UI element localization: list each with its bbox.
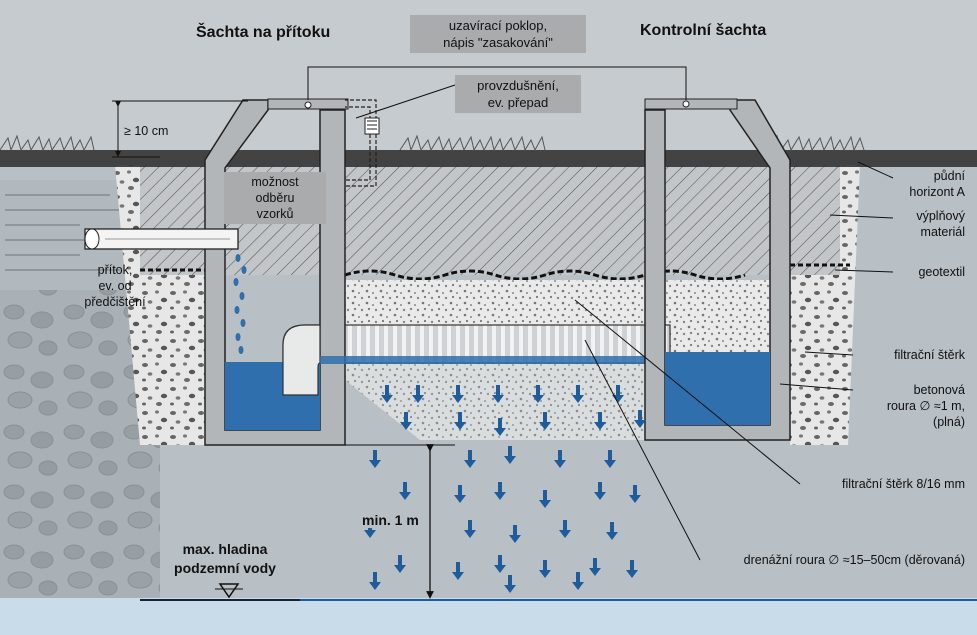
groundwater-label: max. hladina podzemní vody [150, 540, 300, 578]
pipe-label-line1: betonová [913, 383, 965, 397]
min-depth-label: min. 1 m [360, 512, 421, 528]
infiltration-arrow [559, 520, 571, 538]
infiltration-arrow [399, 482, 411, 500]
infiltration-arrow [464, 520, 476, 538]
inflow-label-line2: ev. od [98, 279, 132, 293]
infiltration-arrow [589, 558, 601, 576]
vent-callout: provzdušnění, ev. přepad [455, 75, 581, 113]
infiltration-arrow [572, 385, 584, 403]
infiltration-arrow [606, 522, 618, 540]
infiltration-arrow [364, 520, 376, 538]
infiltration-arrow [626, 560, 638, 578]
filter-gravel-size-label: filtrační štěrk 8/16 mm [842, 477, 965, 491]
infiltration-arrow [504, 446, 516, 464]
infiltration-arrow [400, 412, 412, 430]
infiltration-arrow [452, 385, 464, 403]
infiltration-arrow [629, 485, 641, 503]
inflow-label-line3: předčištění [84, 295, 146, 309]
infiltration-arrow [492, 385, 504, 403]
infiltration-arrow [494, 482, 506, 500]
vent-label-line1: provzdušnění, [477, 78, 559, 93]
infiltration-arrow [539, 490, 551, 508]
infiltration-arrow [532, 385, 544, 403]
infiltration-arrow [604, 450, 616, 468]
sampling-label-line1: možnost [251, 175, 299, 189]
infiltration-arrow [464, 450, 476, 468]
groundwater-label-line2: podzemní vody [174, 560, 276, 576]
topsoil-label-line2: horizont A [909, 185, 965, 199]
pipe-label-line3: (plná) [933, 415, 965, 429]
infiltration-arrow [369, 450, 381, 468]
infiltration-arrow [381, 385, 393, 403]
infiltration-arrow [452, 562, 464, 580]
left-shaft-title: Šachta na přítoku [196, 24, 331, 41]
sampling-label-line2: odběru [255, 191, 295, 205]
infiltration-arrow [494, 418, 506, 436]
inflow-label: přítok, ev. od předčištění [60, 262, 170, 310]
infiltration-arrow [454, 412, 466, 430]
drain-pipe-label: drenážní roura ∅ ≈15–50cm (děrovaná) [743, 553, 965, 567]
lid-callout: uzavírací poklop, nápis "zasakování" [410, 15, 586, 53]
vent-label-line2: ev. přepad [487, 95, 549, 110]
infiltration-arrow [369, 572, 381, 590]
topsoil-label-line1: půdní [933, 169, 965, 183]
lid-label-line1: uzavírací poklop, [448, 18, 548, 33]
infiltration-arrow [494, 555, 506, 573]
pipe-label-line2: roura ∅ ≈1 m, [886, 399, 965, 413]
infiltration-arrow [554, 450, 566, 468]
sampling-callout: možnost odběru vzorků [224, 172, 326, 224]
clearance-label: ≥ 10 cm [124, 124, 169, 138]
infiltration-arrow [594, 412, 606, 430]
concrete-pipe-label: betonová roura ∅ ≈1 m, (plná) [887, 382, 965, 430]
infiltration-arrow [504, 575, 516, 593]
infiltration-arrow [454, 485, 466, 503]
sampling-label-line3: vzorků [256, 207, 294, 221]
fill-material-label: výplňový materiál [916, 208, 965, 240]
right-shaft-title: Kontrolní šachta [640, 22, 767, 39]
inflow-label-line1: přítok, [97, 263, 133, 277]
infiltration-arrow [612, 385, 624, 403]
infiltration-arrow [572, 572, 584, 590]
fill-label-line2: materiál [920, 225, 965, 239]
topsoil-label: půdní horizont A [909, 168, 965, 200]
filter-gravel-label: filtrační štěrk [894, 348, 965, 362]
infiltration-arrow [509, 525, 521, 543]
infiltration-arrow [594, 482, 606, 500]
infiltration-arrow [634, 410, 646, 428]
infiltration-arrow [394, 555, 406, 573]
infiltration-arrow [412, 385, 424, 403]
fill-label-line1: výplňový [916, 209, 965, 223]
lid-label-line2: nápis "zasakování" [443, 35, 553, 50]
infiltration-arrow [539, 412, 551, 430]
infiltration-arrow [539, 560, 551, 578]
groundwater-label-line1: max. hladina [182, 541, 268, 557]
geotextile-label: geotextil [918, 265, 965, 279]
